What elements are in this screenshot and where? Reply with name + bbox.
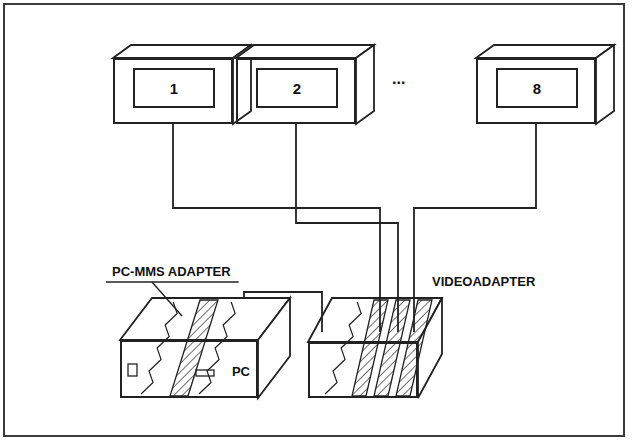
box-face bbox=[476, 45, 614, 58]
ellipsis: ... bbox=[392, 70, 405, 88]
monitor-number: 1 bbox=[133, 68, 215, 108]
monitor-box: 2 bbox=[236, 58, 356, 124]
monitor-box: 8 bbox=[476, 58, 596, 124]
power-button bbox=[128, 364, 137, 376]
label-underline bbox=[106, 281, 239, 282]
pc-label: PC bbox=[232, 364, 250, 379]
box-face bbox=[113, 45, 251, 58]
cutaway-edge bbox=[141, 302, 177, 394]
pc-box: PC bbox=[120, 340, 258, 398]
cutaway-edge bbox=[199, 302, 235, 394]
part-label: PC-MMS ADAPTER bbox=[112, 264, 231, 279]
drive-slot bbox=[196, 370, 214, 376]
monitor-number: 2 bbox=[256, 68, 338, 108]
cable bbox=[296, 124, 398, 332]
box-face bbox=[596, 45, 614, 124]
monitor-number: 8 bbox=[496, 68, 578, 108]
videoadapter-box: VIDEOADAPTER bbox=[308, 342, 418, 398]
box-face bbox=[356, 45, 374, 124]
videoadapter-label: VIDEOADAPTER bbox=[432, 274, 535, 289]
cable bbox=[414, 124, 536, 332]
box-face bbox=[258, 298, 290, 398]
cable bbox=[244, 292, 322, 332]
cable bbox=[173, 124, 380, 332]
monitor-box: 1 bbox=[113, 58, 233, 124]
leader-line bbox=[152, 282, 182, 316]
box-face bbox=[236, 45, 374, 58]
